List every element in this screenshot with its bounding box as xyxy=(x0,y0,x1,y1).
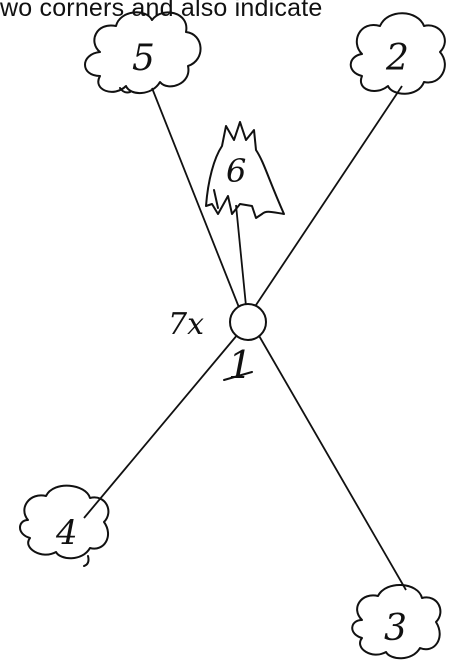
cloud-3-label: 3 xyxy=(384,608,407,649)
line-1-to-2 xyxy=(253,85,403,309)
flame-6-label: 6 xyxy=(226,152,246,190)
cloud-4: 4 xyxy=(19,484,110,567)
cloud-4-label: 4 xyxy=(55,513,78,553)
header-text: wo corners and also indicate xyxy=(0,0,323,22)
marker-7x: 7x xyxy=(168,307,204,342)
cloud-3: 3 xyxy=(351,583,442,660)
flame-6: 6 xyxy=(205,121,285,219)
node-circle xyxy=(229,303,267,341)
cloud-2-label: 2 xyxy=(385,38,409,79)
line-1-to-3 xyxy=(257,333,407,591)
line-1-to-4 xyxy=(83,333,239,519)
line-1-to-6 xyxy=(235,204,247,307)
center-node-1: 1 xyxy=(223,303,267,387)
cloud-5-label: 5 xyxy=(132,38,155,79)
cloud-2: 2 xyxy=(349,12,446,95)
center-node-label: 1 xyxy=(228,343,252,387)
cloud-5: 5 xyxy=(84,11,202,94)
line-1-to-5 xyxy=(151,87,241,311)
